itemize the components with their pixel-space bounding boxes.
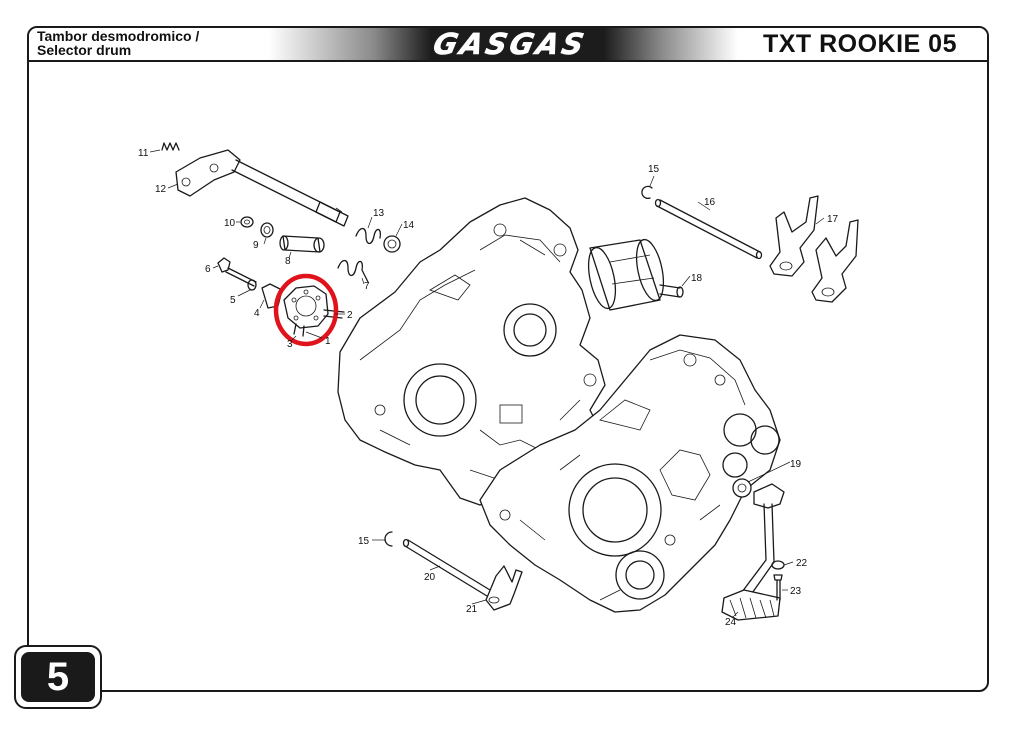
part-13-spring (355, 227, 382, 245)
callout-15-upper: 15 (648, 164, 660, 175)
page-number-tab: 5 (14, 645, 102, 709)
callout-labels: 1 2 3 4 5 6 7 8 9 10 11 12 13 14 15 16 1… (138, 148, 839, 628)
part-21-fork (485, 565, 523, 611)
callout-2: 2 (347, 310, 353, 321)
callout-17: 17 (827, 214, 839, 225)
gasgas-logo: GASGAS (430, 30, 590, 58)
callout-1: 1 (325, 336, 331, 347)
section-title-line1: Tambor desmodromico / (37, 28, 200, 44)
callout-21: 21 (466, 604, 478, 615)
part-11-spring (161, 142, 180, 151)
part-14-washer (383, 235, 401, 253)
part-18-shift-drum (587, 238, 684, 311)
section-title: Tambor desmodromico / Selector drum (37, 29, 199, 57)
part-5-washer (247, 279, 257, 291)
model-title: TXT ROOKIE 05 (762, 30, 957, 58)
part-24-kick-lever (721, 483, 785, 621)
crankcase-right-half (479, 334, 781, 613)
callout-13: 13 (373, 208, 385, 219)
part-9-washer (260, 222, 274, 238)
part-15-circlip-lower (384, 531, 393, 547)
callout-14: 14 (403, 220, 415, 231)
part-22-washer (771, 560, 785, 570)
part-16-shaft (654, 198, 763, 260)
part-12-shift-shaft (175, 149, 349, 227)
callout-4: 4 (254, 308, 260, 319)
crankcase-left-half (337, 197, 606, 506)
part-23-bolt (773, 574, 783, 601)
callout-15-lower: 15 (358, 536, 370, 547)
callout-20: 20 (424, 572, 436, 583)
part-20-shaft (402, 538, 491, 597)
callout-19: 19 (790, 459, 802, 470)
callout-24: 24 (725, 617, 737, 628)
callout-9: 9 (253, 240, 259, 251)
part-17-shift-forks (769, 195, 859, 303)
callout-3: 3 (287, 339, 293, 350)
callout-10: 10 (224, 218, 236, 229)
part-15-circlip-upper (641, 185, 653, 200)
callout-18: 18 (691, 273, 703, 284)
callout-5: 5 (230, 295, 236, 306)
page-number: 5 (21, 652, 95, 702)
callout-23: 23 (790, 586, 802, 597)
callout-11: 11 (138, 148, 149, 159)
part-10-clip (240, 216, 254, 228)
callout-12: 12 (155, 184, 167, 195)
part-6-bolt (217, 257, 257, 287)
callout-16: 16 (704, 197, 716, 208)
callout-8: 8 (285, 256, 291, 267)
selector-drum-highlight-circle (273, 273, 339, 347)
section-title-line2: Selector drum (37, 42, 132, 58)
part-1-selector-drum (283, 285, 329, 329)
part-19-seal (732, 478, 752, 498)
brand-logo-text: GASGAS (430, 30, 589, 58)
callout-7: 7 (364, 281, 370, 292)
part-7-spring (337, 259, 369, 283)
callout-6: 6 (205, 264, 211, 275)
header-bar: Tambor desmodromico / Selector drum GASG… (29, 28, 987, 62)
part-3-pin (293, 323, 305, 337)
callout-22: 22 (796, 558, 808, 569)
leader-lines (149, 149, 825, 619)
part-8-bushing (279, 235, 325, 253)
